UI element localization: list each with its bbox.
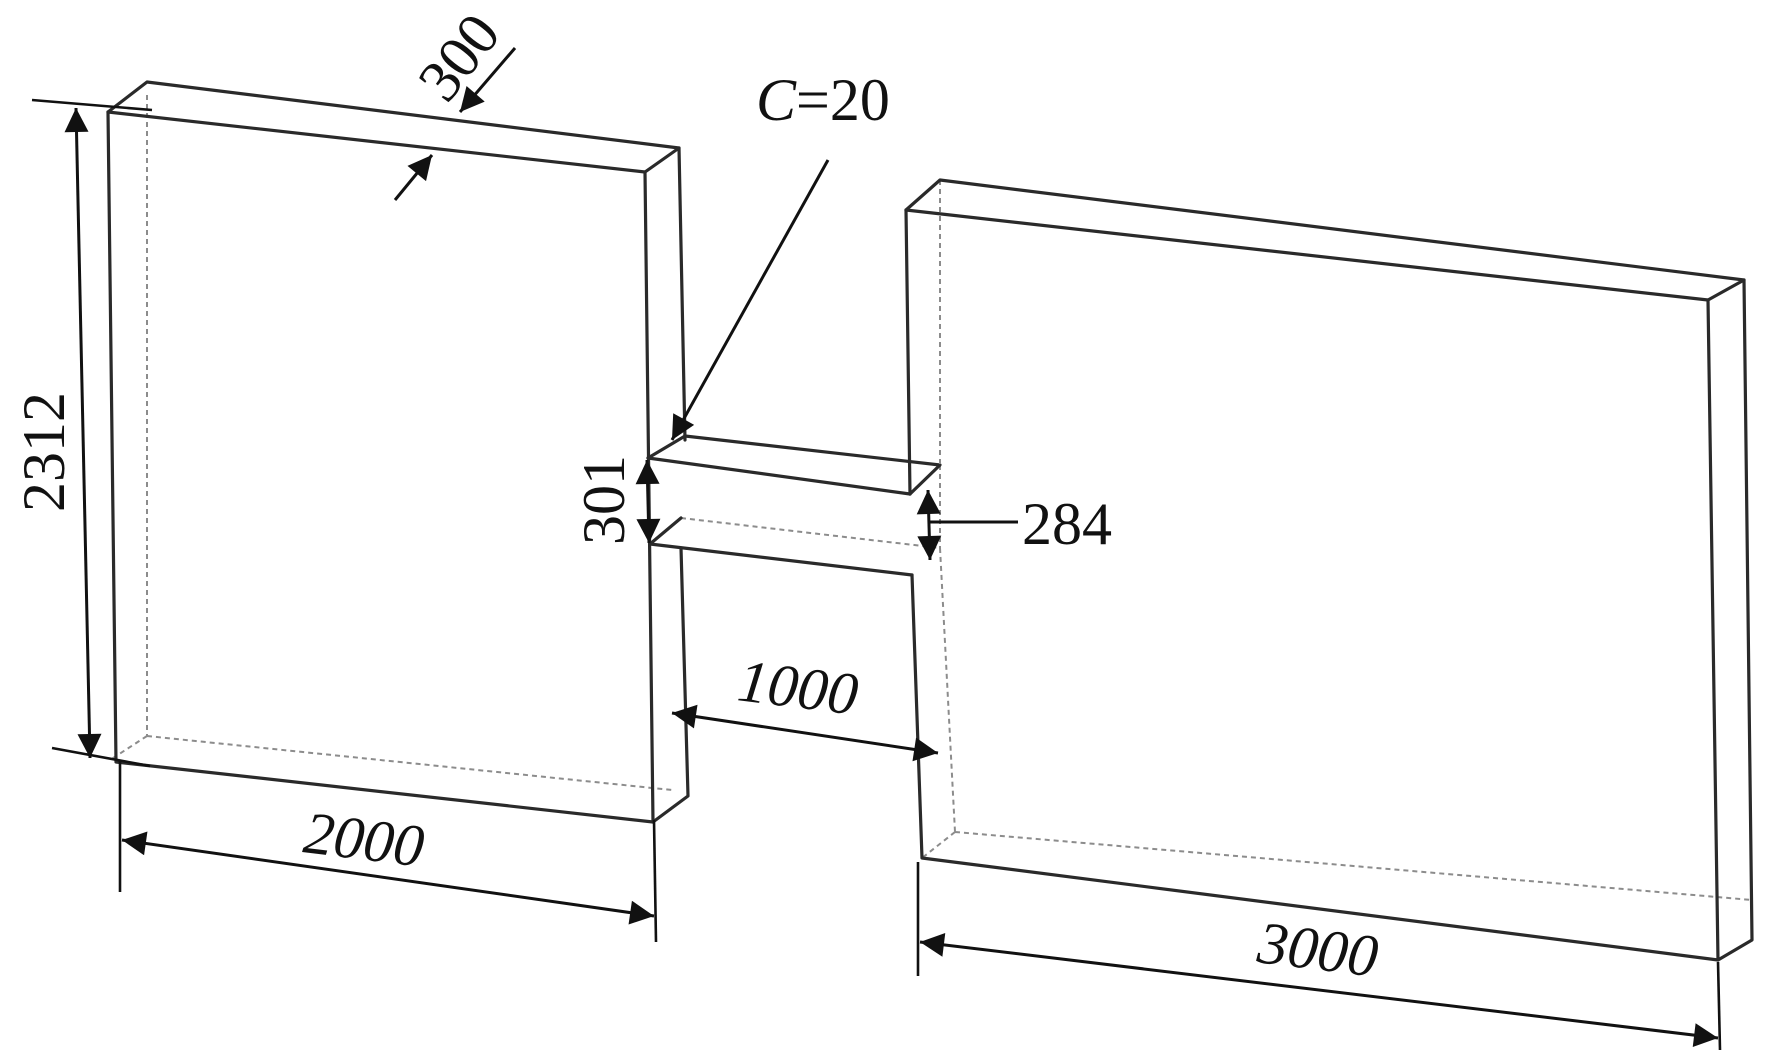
thickness-dimension: 300 <box>393 1 517 201</box>
opening-right-dimension: 284 <box>916 489 1112 561</box>
height-extension-top <box>31 98 153 112</box>
left-width-extension-right <box>652 819 658 943</box>
right-width-extension-right <box>1716 961 1722 1051</box>
coupling-beam-hidden-edges <box>680 465 941 549</box>
height-extension-bottom <box>51 746 151 768</box>
height-label: 2312 <box>11 392 77 512</box>
left-width-dimension-line <box>121 831 655 925</box>
coupling-beam-top-face <box>646 434 942 496</box>
span-dimension-line <box>671 704 939 762</box>
right-wall-top-face <box>904 178 1746 302</box>
right-width-dimension-line <box>919 932 1719 1048</box>
thickness-leader-lower <box>393 154 434 201</box>
chamfer-label: C=20 <box>756 67 890 133</box>
span-label: 1000 <box>734 647 861 727</box>
thickness-label: 300 <box>405 1 512 113</box>
right-width-dimension: 3000 <box>916 862 1722 1051</box>
left-wall-pier <box>106 80 690 824</box>
chamfer-symbol: C <box>756 67 797 133</box>
left-wall-side-face <box>651 146 690 824</box>
left-wall-top-face <box>106 80 681 174</box>
chamfer-callout: C=20 <box>670 67 890 441</box>
height-dimension-line <box>64 107 102 759</box>
chamfer-leader <box>670 159 830 441</box>
opening-right-label: 284 <box>1022 491 1112 557</box>
right-wall-front-face <box>904 208 1720 962</box>
height-dimension: 2312 <box>11 98 153 768</box>
coupling-beam-bottom-face <box>648 516 914 577</box>
left-width-dimension: 2000 <box>118 760 658 943</box>
opening-left-dimension: 301 <box>571 455 661 545</box>
opening-right-dimension-line <box>916 489 942 561</box>
left-width-label: 2000 <box>300 799 427 879</box>
opening-left-dimension-line <box>635 459 661 544</box>
coupling-beam-front-face <box>646 456 912 496</box>
opening-left-label: 301 <box>571 455 637 545</box>
right-width-label: 3000 <box>1253 909 1381 989</box>
thickness-leader-upper <box>458 47 517 113</box>
chamfer-value: =20 <box>796 67 890 133</box>
right-wall-side-face <box>1716 278 1754 962</box>
right-wall-pier <box>904 178 1754 962</box>
coupling-beam <box>646 434 942 577</box>
left-wall-hidden-edges <box>109 95 673 791</box>
span-dimension: 1000 <box>671 647 939 762</box>
